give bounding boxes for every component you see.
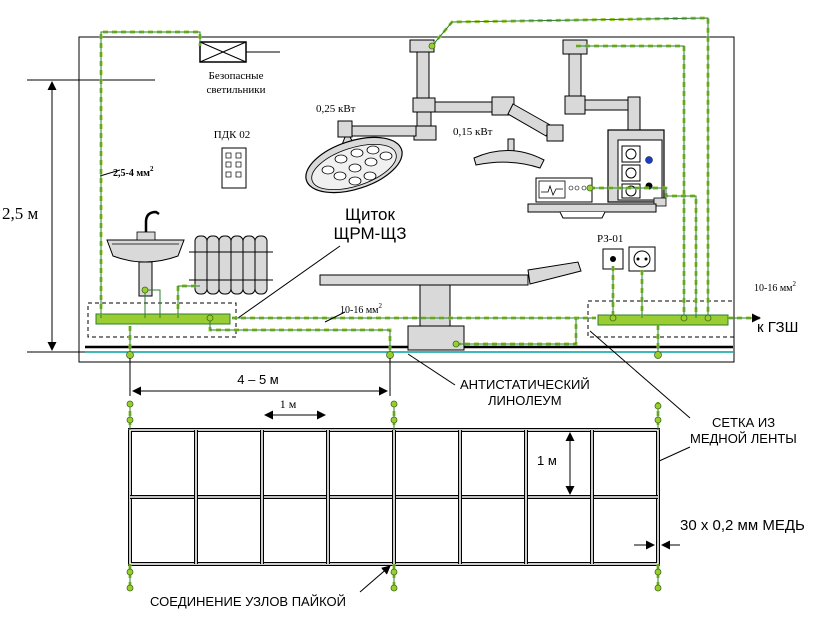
shield-label-2: ЩРМ-ЩЗ: [333, 224, 406, 243]
linoleum-label-2: ЛИНОЛЕУМ: [488, 393, 562, 408]
pdk-label: ПДК 02: [214, 129, 251, 141]
cross-section-3: 10-16 мм2: [754, 280, 797, 294]
radiator: [189, 235, 273, 295]
bus-box-left: [87, 302, 237, 338]
equipment-console: [527, 129, 667, 219]
mesh-label-2: МЕДНОЙ ЛЕНТЫ: [690, 431, 797, 446]
cross-section-1: 2,5-4 мм2: [113, 165, 154, 179]
wire-nodes: [126, 42, 712, 359]
pdk-device: [221, 147, 247, 189]
strip-label: 30 х 0,2 мм МЕДЬ: [680, 517, 805, 534]
mesh-label-1: СЕТКА ИЗ: [712, 415, 775, 430]
copper-mesh: [128, 428, 660, 566]
safe-lights-label-2: светильники: [206, 84, 265, 96]
dist-1m-h-label: 1 м: [280, 397, 297, 411]
safe-lights-label-1: Безопасные: [209, 70, 264, 82]
surgical-lamp-small: [473, 138, 545, 169]
dimension-4-5m: [129, 358, 391, 396]
safety-light: [199, 41, 280, 63]
bus-bar-right: [597, 314, 729, 326]
rz-sockets: [602, 246, 656, 272]
solder-label: СОЕДИНЕНИЕ УЗЛОВ ПАЙКОЙ: [150, 594, 346, 609]
dist-1m-v-label: 1 м: [537, 453, 557, 468]
power-label-2: 0,15 кВт: [453, 126, 493, 138]
power-label-1: 0,25 кВт: [316, 103, 356, 115]
shield-label-1: Щиток: [345, 205, 395, 224]
solder-arrow: [359, 565, 391, 593]
surgical-lamp-arm: [337, 39, 564, 142]
surgical-lamp-large: [305, 136, 403, 194]
grounding-wires: [99, 16, 761, 355]
dist-4-5-label: 4 – 5 м: [237, 372, 279, 387]
height-dimension: 2,5 м: [2, 79, 155, 351]
cross-section-2: 10-16 мм2: [340, 302, 383, 316]
mesh-leads: [126, 400, 662, 592]
equipment-arm: [562, 39, 641, 132]
linoleum-label-1: АНТИСТАТИЧЕСКИЙ: [460, 377, 590, 392]
sink: [106, 210, 185, 297]
rz-label: РЗ-01: [597, 233, 623, 245]
bus-bar-left: [95, 313, 231, 325]
height-label: 2,5 м: [2, 204, 39, 223]
operating-table: [319, 261, 582, 351]
to-gzsh-label: к ГЗШ: [757, 319, 798, 336]
